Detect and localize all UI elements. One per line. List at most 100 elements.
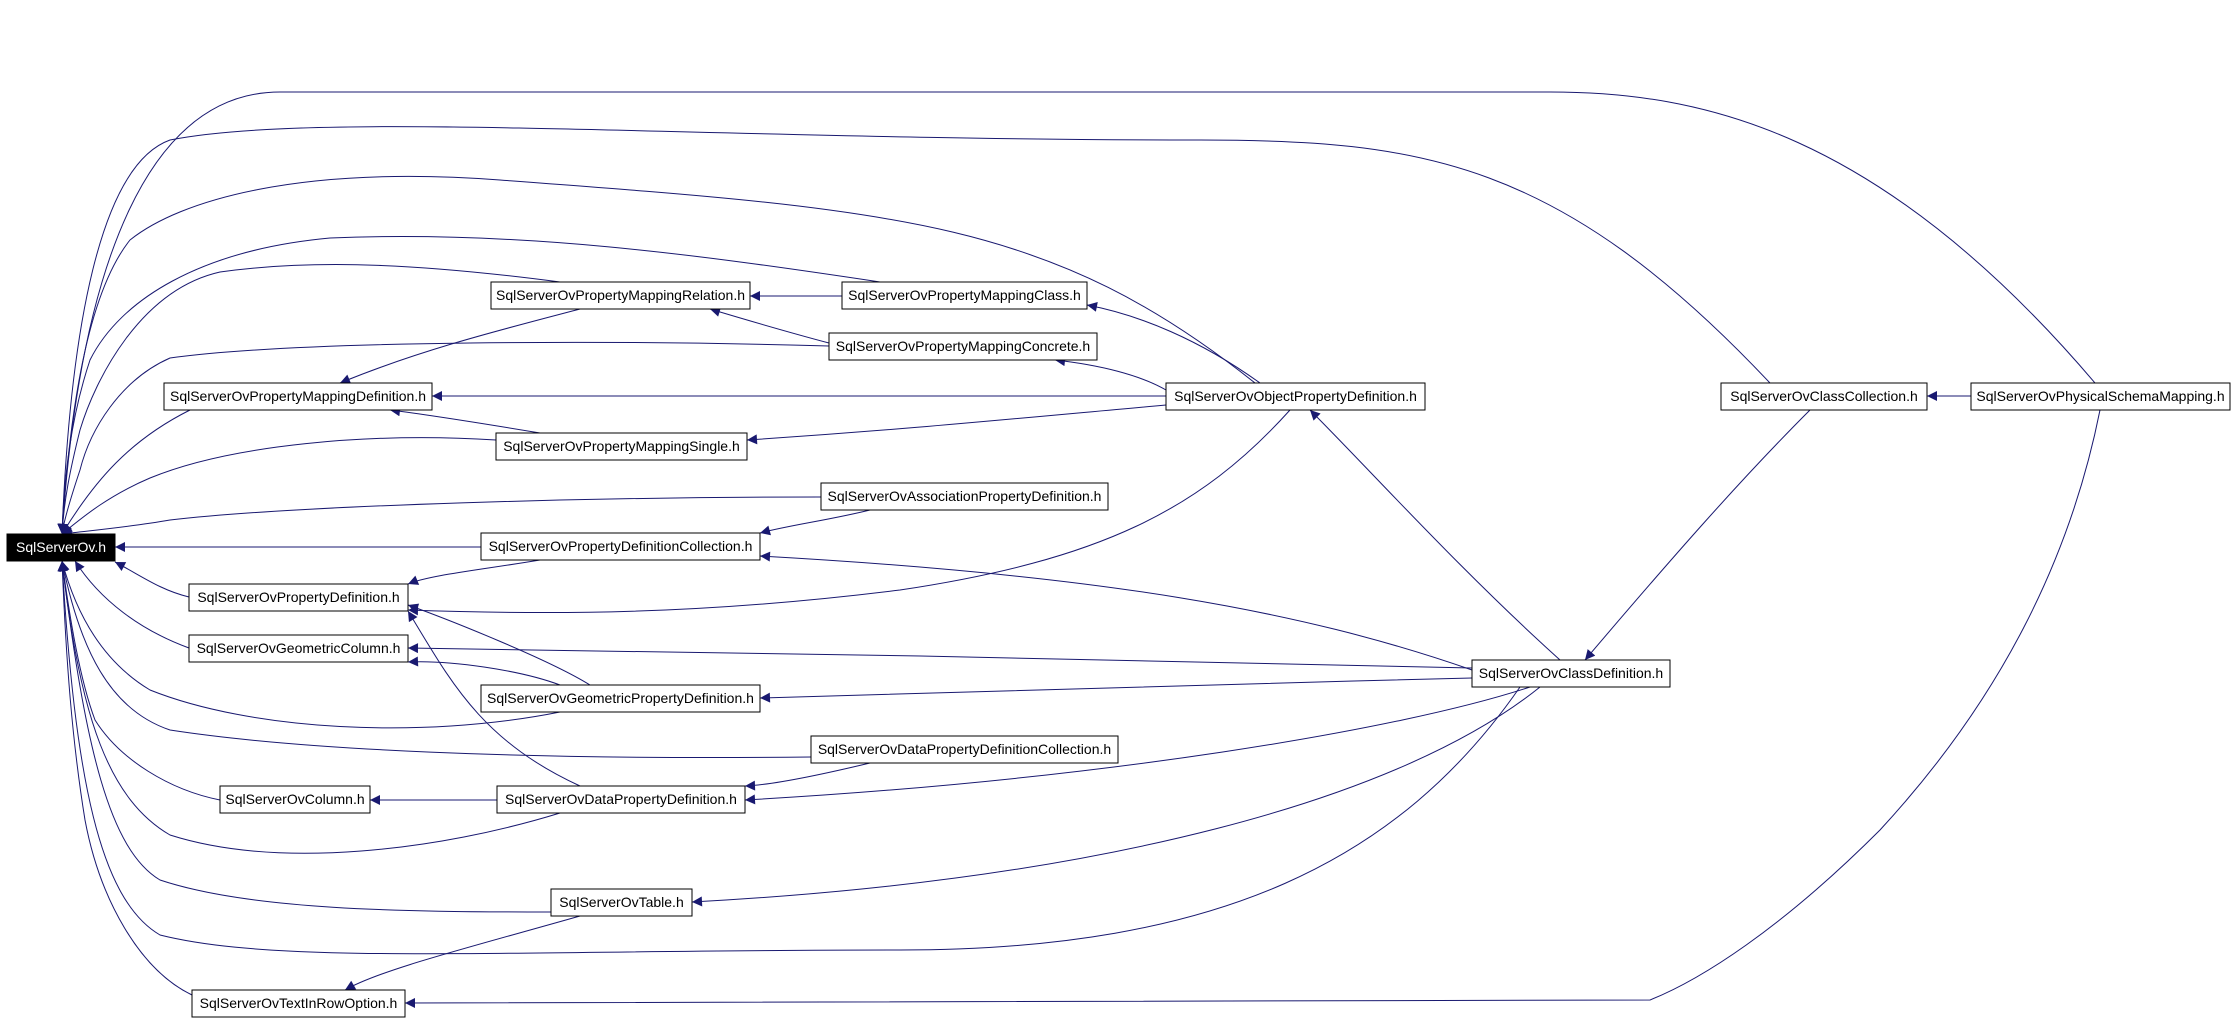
node-box bbox=[163, 382, 433, 411]
node-physmap[interactable]: SqlServerOvPhysicalSchemaMapping.h bbox=[1970, 382, 2231, 411]
node-label: SqlServerOvPropertyMappingRelation.h bbox=[496, 287, 745, 303]
node-box bbox=[1970, 382, 2231, 411]
node-box bbox=[6, 533, 116, 562]
node-label: SqlServerOvGeometricColumn.h bbox=[197, 640, 401, 656]
edges-layer bbox=[57, 91, 2101, 1008]
node-label: SqlServerOvPropertyDefinitionCollection.… bbox=[489, 538, 753, 554]
edge-geoprop-to-root bbox=[59, 560, 561, 729]
node-root[interactable]: SqlServerOv.h bbox=[6, 533, 116, 562]
node-label: SqlServerOvTable.h bbox=[559, 894, 684, 910]
node-label: SqlServerOvObjectPropertyDefinition.h bbox=[1174, 388, 1417, 404]
edge-classdef-to-geocol bbox=[407, 643, 1473, 669]
node-pmclass[interactable]: SqlServerOvPropertyMappingClass.h bbox=[841, 281, 1088, 310]
edge-datacoll-to-dataprop bbox=[744, 762, 871, 791]
node-box bbox=[810, 735, 1119, 764]
edge-pmsingle-to-root bbox=[61, 437, 497, 535]
node-datacoll[interactable]: SqlServerOvDataPropertyDefinitionCollect… bbox=[810, 735, 1119, 764]
edge-classdef-to-objprop bbox=[1309, 409, 1561, 661]
edge-classdef-to-table bbox=[691, 686, 1541, 907]
node-box bbox=[495, 432, 748, 461]
node-assoc[interactable]: SqlServerOvAssociationPropertyDefinition… bbox=[820, 482, 1109, 511]
node-geocol[interactable]: SqlServerOvGeometricColumn.h bbox=[188, 634, 409, 663]
node-label: SqlServerOvPropertyMappingSingle.h bbox=[503, 438, 740, 454]
edge-objprop-to-pmsingle bbox=[746, 404, 1167, 445]
node-pmrel[interactable]: SqlServerOvPropertyMappingRelation.h bbox=[490, 281, 751, 310]
node-textrow[interactable]: SqlServerOvTextInRowOption.h bbox=[191, 989, 406, 1018]
edge-pmconc-to-root bbox=[58, 341, 830, 535]
node-label: SqlServerOvAssociationPropertyDefinition… bbox=[828, 488, 1102, 504]
node-label: SqlServerOvColumn.h bbox=[225, 791, 364, 807]
edge-pmrel-to-pmdef bbox=[339, 308, 581, 384]
edge-table-to-textrow bbox=[344, 915, 581, 991]
node-box bbox=[480, 532, 761, 561]
node-box bbox=[1720, 382, 1928, 411]
nodes-layer: SqlServerOv.h SqlServerOvPropertyMappingR… bbox=[6, 281, 2231, 1018]
node-label: SqlServerOvGeometricPropertyDefinition.h bbox=[487, 690, 754, 706]
node-box bbox=[219, 785, 371, 814]
node-label: SqlServerOv.h bbox=[16, 539, 106, 555]
node-box bbox=[1165, 382, 1426, 411]
edge-propdef-to-root bbox=[114, 561, 190, 598]
edge-classdef-to-geoprop bbox=[759, 677, 1473, 703]
node-objprop[interactable]: SqlServerOvObjectPropertyDefinition.h bbox=[1165, 382, 1426, 411]
edge-geoprop-to-propdef bbox=[407, 603, 591, 686]
node-dataprop[interactable]: SqlServerOvDataPropertyDefinition.h bbox=[496, 785, 746, 814]
node-pmdef[interactable]: SqlServerOvPropertyMappingDefinition.h bbox=[163, 382, 433, 411]
node-label: SqlServerOvPropertyDefinition.h bbox=[197, 589, 399, 605]
node-box bbox=[1471, 659, 1671, 688]
node-label: SqlServerOvDataPropertyDefinition.h bbox=[505, 791, 737, 807]
edge-objprop-to-root bbox=[57, 175, 1256, 535]
node-box bbox=[191, 989, 406, 1018]
node-label: SqlServerOvPropertyMappingDefinition.h bbox=[170, 388, 426, 404]
node-box bbox=[841, 281, 1088, 310]
node-table[interactable]: SqlServerOvTable.h bbox=[550, 888, 693, 917]
edge-pmrel-to-root bbox=[57, 264, 561, 535]
edge-propcoll-to-propdef bbox=[407, 559, 541, 585]
edge-textrow-to-root bbox=[57, 560, 193, 996]
node-pmsingle[interactable]: SqlServerOvPropertyMappingSingle.h bbox=[495, 432, 748, 461]
edge-objprop-to-pmclass bbox=[1086, 301, 1261, 384]
edge-datacoll-to-root bbox=[59, 560, 812, 759]
edge-assoc-to-root bbox=[61, 496, 822, 538]
edge-physmap-to-textrow bbox=[404, 409, 2101, 1008]
node-label: SqlServerOvTextInRowOption.h bbox=[200, 995, 398, 1011]
node-box bbox=[188, 634, 409, 663]
node-label: SqlServerOvPropertyMappingConcrete.h bbox=[836, 338, 1090, 354]
node-box bbox=[490, 281, 751, 310]
edge-dataprop-to-propdef bbox=[407, 610, 581, 787]
edge-geocol-to-root bbox=[74, 560, 190, 649]
edge-objprop-to-pmconc bbox=[1054, 356, 1167, 391]
node-classcoll[interactable]: SqlServerOvClassCollection.h bbox=[1720, 382, 1928, 411]
node-box bbox=[820, 482, 1109, 511]
node-classdef[interactable]: SqlServerOvClassDefinition.h bbox=[1471, 659, 1671, 688]
edge-classcoll-to-root bbox=[57, 126, 1771, 535]
node-propcoll[interactable]: SqlServerOvPropertyDefinitionCollection.… bbox=[480, 532, 761, 561]
edge-physmap-to-root bbox=[57, 91, 2096, 535]
node-pmconc[interactable]: SqlServerOvPropertyMappingConcrete.h bbox=[828, 332, 1098, 361]
node-geoprop[interactable]: SqlServerOvGeometricPropertyDefinition.h bbox=[480, 684, 761, 713]
edge-classcoll-to-classdef bbox=[1584, 409, 1811, 661]
node-propdef[interactable]: SqlServerOvPropertyDefinition.h bbox=[188, 583, 409, 612]
edge-assoc-to-propcoll bbox=[759, 509, 871, 536]
node-label: SqlServerOvDataPropertyDefinitionCollect… bbox=[818, 741, 1111, 757]
node-column[interactable]: SqlServerOvColumn.h bbox=[219, 785, 371, 814]
node-box bbox=[550, 888, 693, 917]
edge-classdef-to-root bbox=[57, 560, 1521, 955]
edge-classdef-to-propcoll bbox=[759, 551, 1473, 671]
node-label: SqlServerOvClassCollection.h bbox=[1730, 388, 1918, 404]
node-box bbox=[188, 583, 409, 612]
edge-geoprop-to-geocol bbox=[407, 656, 561, 686]
edge-pmclass-to-root bbox=[57, 235, 881, 535]
node-box bbox=[828, 332, 1098, 361]
edge-pmdef-to-root bbox=[61, 409, 191, 535]
edge-column-to-root bbox=[58, 560, 221, 801]
node-box bbox=[480, 684, 761, 713]
edge-classdef-to-dataprop bbox=[744, 686, 1531, 805]
node-label: SqlServerOvPhysicalSchemaMapping.h bbox=[1976, 388, 2224, 404]
node-box bbox=[496, 785, 746, 814]
edge-pmconc-to-pmrel bbox=[709, 307, 830, 344]
node-label: SqlServerOvClassDefinition.h bbox=[1479, 665, 1663, 681]
node-label: SqlServerOvPropertyMappingClass.h bbox=[848, 287, 1081, 303]
edge-objprop-to-propdef bbox=[407, 409, 1291, 616]
